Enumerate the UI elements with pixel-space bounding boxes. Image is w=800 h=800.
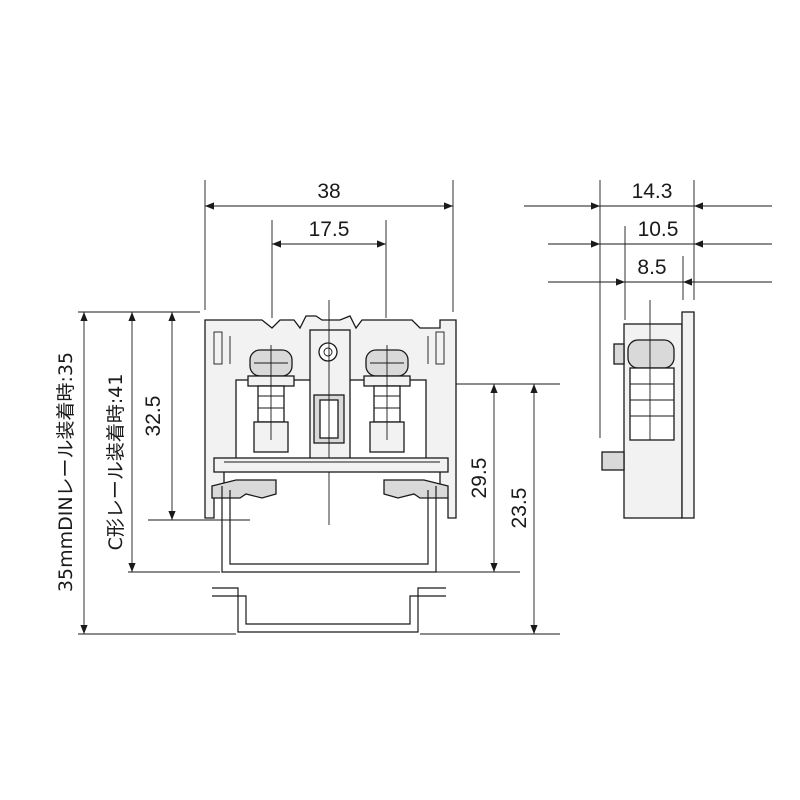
dimension-lines xyxy=(78,180,772,635)
label-c-rail: C形レール装着時:41 xyxy=(105,374,127,551)
right-screw xyxy=(363,345,411,453)
dim-height-from-rail: 29.5 xyxy=(468,458,491,499)
dim-height-total: 23.5 xyxy=(508,488,531,529)
din-rail xyxy=(212,587,446,633)
center-bridge xyxy=(309,300,351,525)
right-slot xyxy=(435,331,445,365)
side-screw-body xyxy=(629,367,675,441)
label-din-rail: 35mmDINレール装着時:35 xyxy=(55,352,77,592)
dim-terminal-pitch: 17.5 xyxy=(309,218,350,241)
left-slot xyxy=(213,331,223,365)
dim-side-width: 14.3 xyxy=(632,180,673,203)
side-screw-head xyxy=(627,339,675,369)
right-foot xyxy=(383,479,449,499)
left-screw xyxy=(247,345,295,453)
dim-side-inner: 8.5 xyxy=(637,256,666,279)
side-nub-bottom xyxy=(601,451,625,471)
dim-side-mid: 10.5 xyxy=(638,218,679,241)
side-rail-clip xyxy=(681,311,695,519)
side-nub-top xyxy=(613,343,625,365)
dim-height-upper: 32.5 xyxy=(142,396,165,437)
left-foot xyxy=(211,479,277,499)
side-view xyxy=(601,300,695,519)
dim-front-width: 38 xyxy=(317,180,340,203)
base-plate xyxy=(213,457,449,473)
c-rail xyxy=(221,486,437,573)
front-view xyxy=(204,300,457,633)
